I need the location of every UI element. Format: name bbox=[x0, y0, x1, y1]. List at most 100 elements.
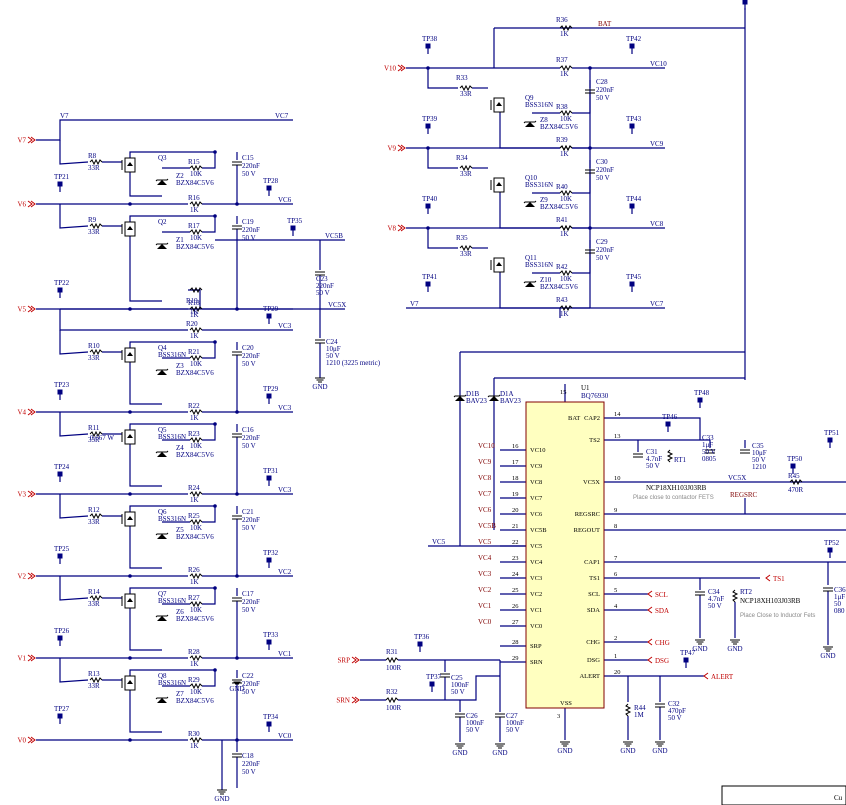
rc-r-value: 33R bbox=[460, 170, 472, 178]
resistor bbox=[189, 228, 203, 236]
zener-diode bbox=[157, 616, 167, 621]
srn-ic-wire bbox=[398, 675, 500, 701]
c33-label: C33 bbox=[702, 434, 714, 442]
ic-left-pin-num: 26 bbox=[512, 603, 519, 610]
resistor bbox=[559, 144, 573, 152]
resistor bbox=[89, 222, 103, 230]
gate-resistor-label: R25 bbox=[188, 512, 200, 520]
test-point-label: TP31 bbox=[263, 467, 279, 475]
mosfet-body-diode bbox=[127, 226, 133, 230]
gate-resistor-value: 10K bbox=[190, 442, 202, 450]
ic-right-pin-name: DSG bbox=[587, 657, 600, 664]
resistor bbox=[189, 408, 203, 416]
cell-in-wire bbox=[59, 494, 89, 519]
gate-resistor-label: R15 bbox=[188, 158, 200, 166]
cell-in-wire bbox=[59, 412, 89, 437]
junction-dot bbox=[128, 410, 132, 414]
rc-c-label: C28 bbox=[596, 78, 608, 86]
capacitor-label: C16 bbox=[242, 426, 254, 434]
source-wire bbox=[129, 362, 162, 405]
zener-diode bbox=[157, 370, 167, 375]
capacitor-value: 220nF bbox=[242, 434, 260, 442]
zener-bar bbox=[155, 368, 169, 372]
test-point-label: TP33 bbox=[263, 631, 279, 639]
gate-resistor-value: 10K bbox=[190, 234, 202, 242]
ic-right-pin-num: 13 bbox=[614, 433, 621, 440]
capacitor-voltage: 50 V bbox=[242, 360, 256, 368]
zener-bar bbox=[155, 450, 169, 454]
zener-label: Z2 bbox=[176, 172, 184, 180]
ic-right-pin-num: 14 bbox=[614, 411, 621, 418]
port-arrow bbox=[27, 654, 33, 662]
c18-voltage: 50 V bbox=[242, 768, 256, 776]
source-wire bbox=[129, 172, 162, 197]
test-point bbox=[266, 475, 272, 481]
rc-z-label: Z9 bbox=[540, 196, 548, 204]
ic-left-pin-num: 17 bbox=[512, 459, 519, 466]
ic-top-pin-name: BAT bbox=[568, 415, 580, 422]
rc-r-value: 33R bbox=[460, 90, 472, 98]
port-arrow bbox=[27, 136, 33, 144]
ic-right-pin-num: 2 bbox=[614, 635, 617, 642]
ic-right-pin-num: 5 bbox=[614, 587, 617, 594]
test-point-label: TP47 bbox=[680, 649, 696, 657]
capacitor-value: 220nF bbox=[242, 162, 260, 170]
alert-port bbox=[703, 672, 709, 680]
resistor bbox=[89, 430, 103, 438]
test-point-label: TP25 bbox=[54, 545, 70, 553]
port-arrow bbox=[400, 64, 406, 72]
port-arrow bbox=[27, 200, 33, 208]
resistor-label: R10 bbox=[88, 342, 100, 350]
resistor bbox=[89, 676, 103, 684]
mosfet-body-diode bbox=[127, 516, 133, 520]
capacitor-value: 220nF bbox=[242, 680, 260, 688]
test-point-label: TP50 bbox=[787, 455, 803, 463]
mosfet bbox=[124, 675, 136, 691]
title-block-text: Cu bbox=[834, 794, 843, 802]
capacitor-value: 220nF bbox=[242, 598, 260, 606]
scl-port bbox=[647, 590, 653, 598]
mosfet bbox=[493, 177, 505, 193]
r20-label: R20 bbox=[186, 320, 198, 328]
mosfet-body-diode bbox=[496, 102, 502, 106]
ic-left-pin-name: VC1 bbox=[530, 607, 542, 614]
gate-resistor-value: 10K bbox=[190, 360, 202, 368]
transistor-label: Q4 bbox=[158, 344, 167, 352]
port-arrow bbox=[27, 408, 33, 416]
rc-vc7-label: VC7 bbox=[650, 300, 664, 308]
zener-bar bbox=[523, 120, 537, 124]
c31-voltage: 50 V bbox=[646, 462, 660, 470]
resistor bbox=[459, 164, 473, 172]
zener-part: BZX84C5V6 bbox=[176, 533, 214, 541]
ic-left-pin-name: SRN bbox=[530, 659, 543, 666]
test-point-label: TP38 bbox=[422, 35, 438, 43]
ground-label: GND bbox=[312, 383, 327, 391]
port-arrow bbox=[351, 696, 357, 704]
junction-dot bbox=[235, 307, 239, 311]
ic-right-pin-name: SCL bbox=[588, 591, 600, 598]
r45-label: R45 bbox=[788, 472, 800, 480]
gate-resistor-label: R17 bbox=[188, 222, 200, 230]
ic-left-pin-name: VC9 bbox=[530, 463, 542, 470]
rc-rg-label: R38 bbox=[556, 103, 568, 111]
sense-resistor-value: 1K bbox=[190, 660, 199, 668]
port-arrow bbox=[400, 224, 406, 232]
ground-label: GND bbox=[452, 749, 467, 757]
test-point-label: TP29 bbox=[263, 305, 279, 313]
resistor bbox=[189, 572, 203, 580]
input-port-label: V3 bbox=[17, 491, 26, 499]
drain-wire bbox=[129, 423, 215, 430]
test-point bbox=[629, 123, 635, 129]
zener-label: Z6 bbox=[176, 608, 184, 616]
port-arrow bbox=[397, 64, 403, 72]
ic-right-pin-num: 4 bbox=[614, 603, 618, 610]
ntc2-note: Place Close to Inductor Fets bbox=[740, 613, 815, 619]
rg-wire bbox=[202, 152, 216, 169]
ic-left-net: VC2 bbox=[478, 586, 492, 594]
test-point-label: TP21 bbox=[54, 173, 70, 181]
ic-left-net: VC9 bbox=[478, 458, 492, 466]
mosfet bbox=[124, 221, 136, 237]
resistor bbox=[189, 490, 203, 498]
gate-resistor-value: 10K bbox=[190, 606, 202, 614]
mosfet bbox=[124, 511, 136, 527]
